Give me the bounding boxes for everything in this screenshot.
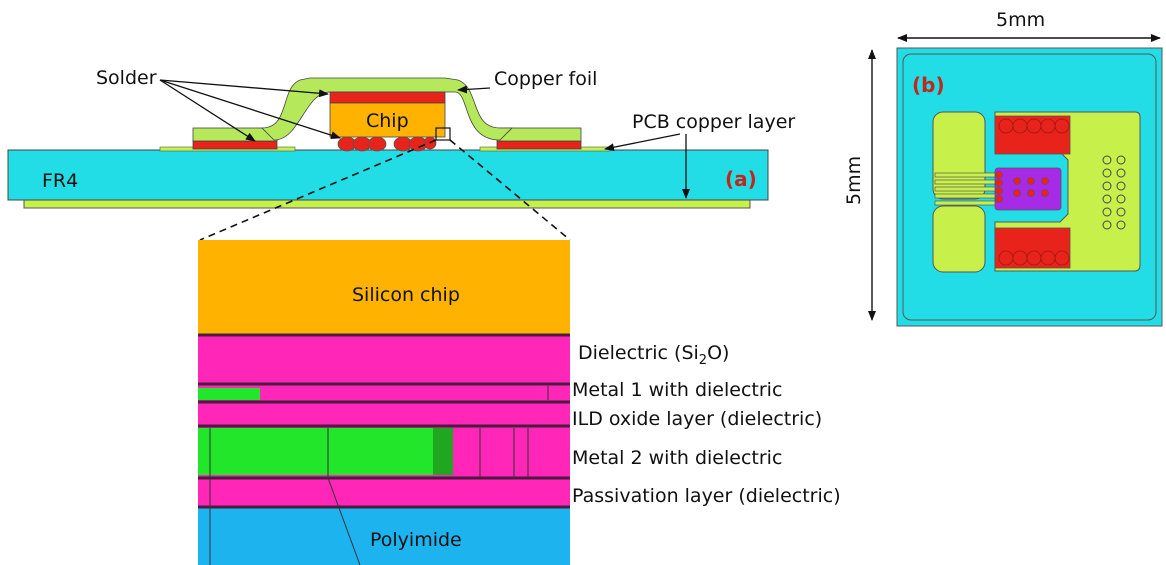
right-pad-solder [496,140,582,150]
upper-solder-block [994,115,1071,155]
chip-bond-pads [995,171,1049,203]
solder-arrow-2 [159,79,256,142]
copper-foil-arrow [457,85,491,94]
zoom-line-left [199,139,437,241]
panel-b-top-view: 5mm 5mm (b) [843,9,1163,327]
solder-arrow-3 [159,79,341,140]
fr4-board [7,149,769,201]
solder-bumps [337,136,437,152]
panel-a-cross-section: Solder Chip Copper foil PCB copper layer… [7,67,795,241]
dielectric-label-subscript: 2 [699,353,707,368]
layer-metal1-edge [198,388,210,400]
lower-solder-block [994,227,1071,269]
solder-label: Solder [96,67,157,89]
solder-block-bumps [998,118,1070,266]
layer-dielectric-sio2 [198,335,570,383]
width-dimension-label: 5mm [996,9,1045,31]
zoom-region-box [435,127,451,141]
dielectric-label-prefix: Dielectric (Si [578,342,699,364]
copper-foil-label: Copper foil [494,68,597,90]
passivation-label: Passivation layer (dielectric) [572,485,841,507]
solder-arrow-1 [159,79,329,98]
left-pad-solder [192,140,278,150]
layer-ild-oxide [198,403,570,425]
dielectric-sio2-label: Dielectric (Si2O) [578,342,729,368]
via-array [1102,155,1126,230]
top-view-board-inner-outline [902,53,1157,321]
layer-metal1 [198,383,570,403]
chip-top-solder [329,91,446,104]
layer-silicon-chip [198,240,570,335]
layer-boundaries [198,333,570,509]
layer-polyimide [198,508,570,565]
pcb-copper-layer-label: PCB copper layer [632,111,795,133]
chip-die [329,102,446,138]
left-upper-pad [932,111,986,200]
layer-stack-zoom: Silicon chip Dielectric (Si2O) Metal 1 w… [198,240,841,565]
panel-b-tag: (b) [912,73,945,97]
zoom-line-right [449,139,571,241]
layer-fine-lines [209,386,549,565]
fr4-label: FR4 [42,170,78,192]
silicon-chip-label: Silicon chip [352,284,460,306]
dielectric-label-suffix: O) [707,342,729,364]
layer-metal2-line-dark [433,428,453,475]
metal2-label: Metal 2 with dielectric [572,447,782,469]
layer-metal1-line [210,388,260,400]
metal1-label: Metal 1 with dielectric [572,379,782,401]
panel-a-tag: (a) [725,167,757,191]
layer-passivation [198,478,570,508]
height-dimension-label: 5mm [843,156,865,205]
layer-metal2-line [198,428,433,475]
copper-foil-strap [261,77,513,141]
ild-oxide-label: ILD oxide layer (dielectric) [572,408,822,430]
left-lower-pad [932,205,986,273]
chip-traces [994,167,1062,211]
polyimide-label: Polyimide [370,529,462,551]
chip-label: Chip [366,110,409,132]
pcb-copper-arrow-top [604,133,681,152]
